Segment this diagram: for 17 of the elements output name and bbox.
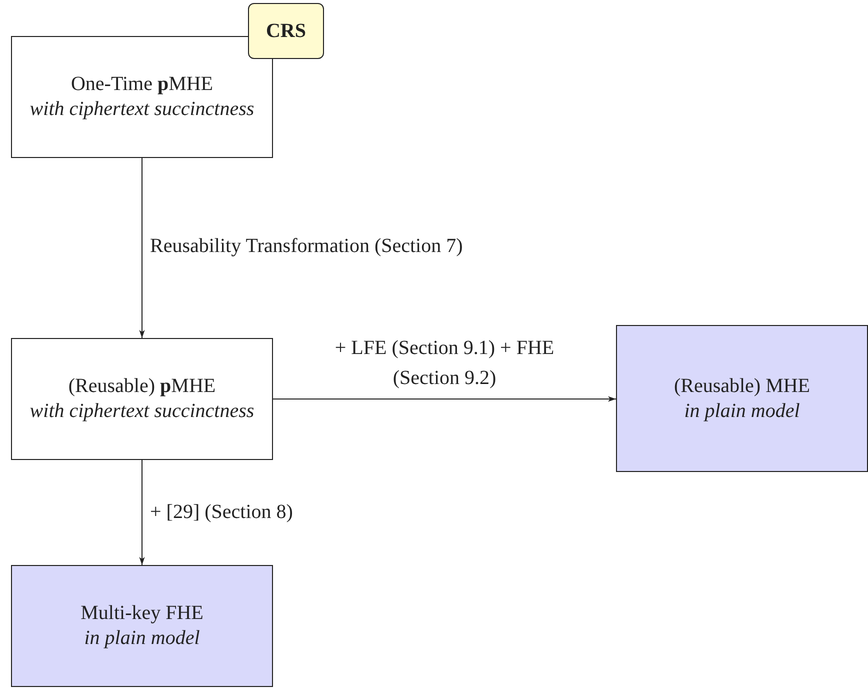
box-subtitle: with ciphertext succinctness <box>28 399 256 424</box>
arrow <box>139 460 145 566</box>
box-title: Multi-key FHE <box>80 601 204 626</box>
box-subtitle: in plain model <box>683 398 801 424</box>
arrow <box>139 158 145 338</box>
process-box <box>616 325 868 472</box>
process-box <box>11 338 273 460</box>
arrow <box>272 396 616 402</box>
crs-tag <box>248 3 324 59</box>
box-title: CRS <box>264 18 307 44</box>
box-title: One-Time pMHE <box>70 72 214 97</box>
box-subtitle: in plain model <box>83 626 201 651</box>
box-title: (Reusable) MHE <box>672 374 812 398</box>
process-box <box>11 565 273 687</box>
box-subtitle: with ciphertext succinctness <box>28 97 256 122</box>
box-title: (Reusable) pMHE <box>67 374 217 399</box>
process-box <box>11 36 273 158</box>
